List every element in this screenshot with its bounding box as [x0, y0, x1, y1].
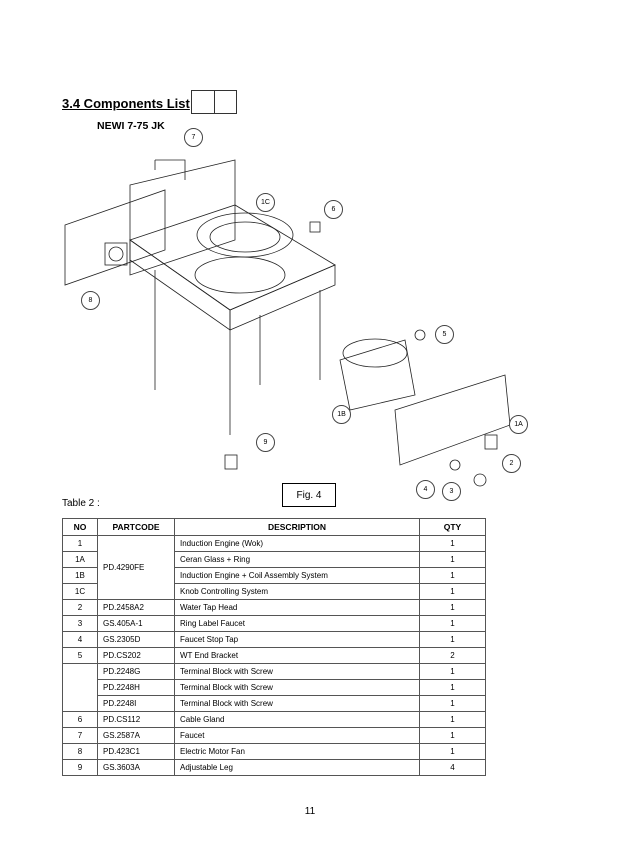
section-title: 3.4 Components List — [62, 96, 190, 111]
cell-qty: 1 — [419, 535, 486, 552]
cell-qty: 2 — [419, 647, 486, 664]
cell-partcode: GS.2305D — [97, 631, 175, 648]
cell-qty: 1 — [419, 663, 486, 680]
cell-no: 9 — [62, 759, 98, 776]
cell-no: 1 — [62, 535, 98, 552]
callout-6: 6 — [324, 200, 343, 219]
cell-qty: 1 — [419, 567, 486, 584]
cell-description: Terminal Block with Screw — [174, 663, 420, 680]
cell-description: Induction Engine + Coil Assembly System — [174, 567, 420, 584]
back-panel — [129, 159, 236, 276]
model-name: NEWI 7-75 JK — [97, 120, 165, 132]
cell-no: 4 — [62, 631, 98, 648]
chef-tools-icon — [191, 90, 237, 114]
cell-no: 7 — [62, 727, 98, 744]
cell-partcode: PD.2248H — [97, 679, 175, 696]
callout-9: 9 — [256, 433, 275, 452]
cell-description: Terminal Block with Screw — [174, 679, 420, 696]
cell-description: Knob Controlling System — [174, 583, 420, 600]
cell-qty: 1 — [419, 727, 486, 744]
cell-partcode: PD.2458A2 — [97, 599, 175, 616]
cell-qty: 1 — [419, 583, 486, 600]
cell-description: Faucet Stop Tap — [174, 631, 420, 648]
cell-partcode: PD.423C1 — [97, 743, 175, 760]
cell-partcode: GS.405A-1 — [97, 615, 175, 632]
wrench-screwdriver-icon — [215, 91, 237, 113]
cell-partcode: GS.2587A — [97, 727, 175, 744]
cell-qty: 1 — [419, 631, 486, 648]
cell-partcode: PD.2248G — [97, 663, 175, 680]
cell-qty: 1 — [419, 599, 486, 616]
callout-8: 8 — [81, 291, 100, 310]
page-number: 11 — [304, 806, 316, 817]
callout-1A: 1A — [509, 415, 528, 434]
callout-7: 7 — [184, 128, 203, 147]
cell-qty: 1 — [419, 711, 486, 728]
cell-no: 1C — [62, 583, 98, 600]
cell-description: Faucet — [174, 727, 420, 744]
header-description: DESCRIPTION — [174, 518, 420, 536]
cell-qty: 1 — [419, 551, 486, 568]
cell-no: 2 — [62, 599, 98, 616]
cell-no: 5 — [62, 647, 98, 664]
callout-3: 3 — [442, 482, 461, 501]
cell-no — [62, 663, 98, 712]
cell-no: 6 — [62, 711, 98, 728]
chef-hat-icon — [192, 91, 215, 113]
cell-description: Induction Engine (Wok) — [174, 535, 420, 552]
exploded-diagram — [64, 159, 511, 487]
side-panel — [64, 189, 166, 286]
cell-no: 1B — [62, 567, 98, 584]
table-header-row: NO PARTCODE DESCRIPTION QTY — [62, 518, 486, 536]
cell-description: Adjustable Leg — [174, 759, 420, 776]
callout-1C: 1C — [256, 193, 275, 212]
cell-description: Terminal Block with Screw — [174, 695, 420, 712]
cell-partcode: PD.2248I — [97, 695, 175, 712]
callout-5: 5 — [435, 325, 454, 344]
cell-qty: 1 — [419, 615, 486, 632]
cell-description: Ceran Glass + Ring — [174, 551, 420, 568]
cell-description: Electric Motor Fan — [174, 743, 420, 760]
cell-qty: 1 — [419, 679, 486, 696]
header-no: NO — [62, 518, 98, 536]
cell-description: Cable Gland — [174, 711, 420, 728]
table-label: Table 2 : — [62, 498, 100, 509]
cell-no: 1A — [62, 551, 98, 568]
cell-description: WT End Bracket — [174, 647, 420, 664]
cell-partcode: PD.4290FE — [97, 535, 175, 600]
cell-description: Water Tap Head — [174, 599, 420, 616]
cell-qty: 1 — [419, 743, 486, 760]
cell-no: 3 — [62, 615, 98, 632]
cell-qty: 1 — [419, 695, 486, 712]
figure-label: Fig. 4 — [282, 483, 336, 507]
cell-partcode: PD.CS112 — [97, 711, 175, 728]
cell-partcode: PD.CS202 — [97, 647, 175, 664]
cell-partcode: GS.3603A — [97, 759, 175, 776]
header-qty: QTY — [419, 518, 486, 536]
cell-no: 8 — [62, 743, 98, 760]
callout-1B: 1B — [332, 405, 351, 424]
cell-qty: 4 — [419, 759, 486, 776]
callout-2: 2 — [502, 454, 521, 473]
header-partcode: PARTCODE — [97, 518, 175, 536]
callout-4: 4 — [416, 480, 435, 499]
cell-description: Ring Label Faucet — [174, 615, 420, 632]
